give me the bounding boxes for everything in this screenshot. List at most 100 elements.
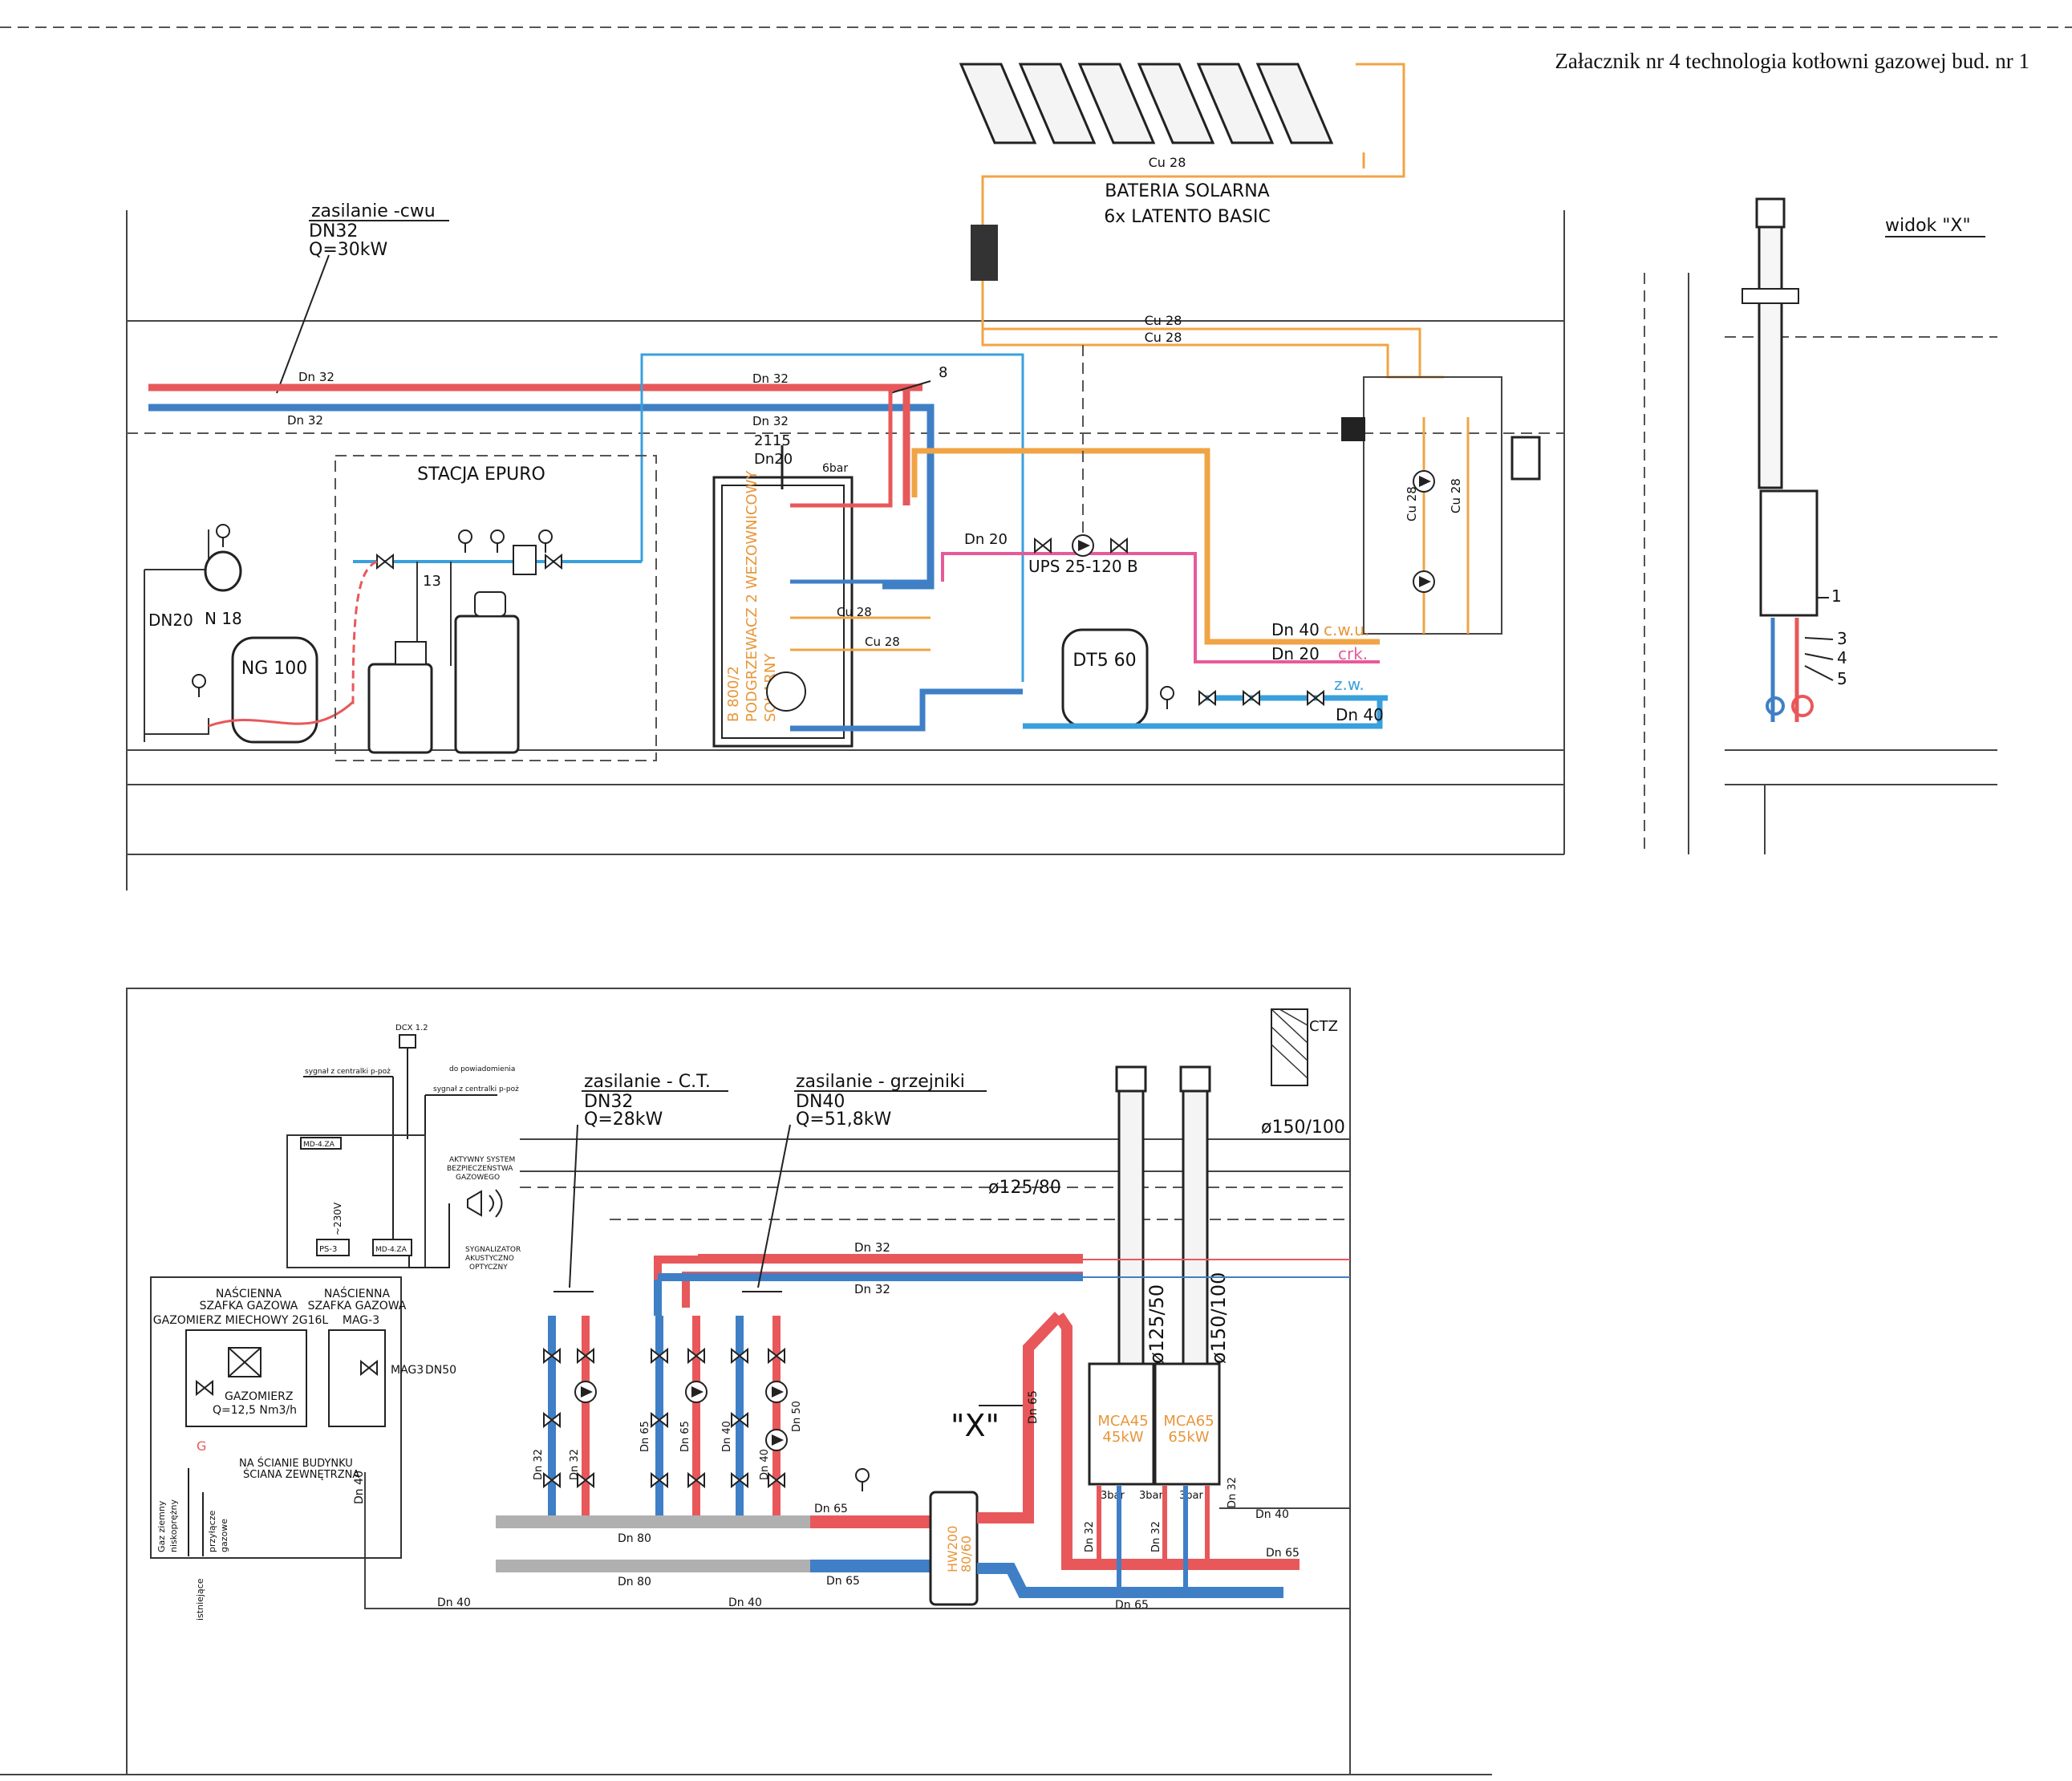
dn20-left-label: DN20 [148,611,193,630]
solar-separator [971,225,998,281]
view-x-item-1: 1 [1831,586,1842,606]
cwu-out-dn: Dn 40 [1271,620,1320,639]
dn65-right: Dn 65 [1266,1547,1300,1560]
mag3-label: MAG3 [391,1364,424,1377]
cab2-line1: NAŚCIENNA [324,1286,391,1300]
crk-out-dn: Dn 20 [1271,644,1320,663]
view-x-marker: "X" [951,1408,1000,1443]
hydraulic-separator [929,1491,979,1606]
dn32-v-1: Dn 32 [1084,1521,1096,1552]
circulation-pipe [941,552,1380,663]
cwu-q: Q=30kW [309,240,387,260]
page-title: Załacznik nr 4 technologia kotłowni gazo… [1555,49,2029,73]
flue-150-100-v: ø150/100 [1207,1272,1230,1364]
vessel-n18-label: N 18 [205,609,242,628]
md-label-1: MD-4.ZA [303,1141,335,1149]
mag-cabinet [328,1329,386,1427]
wall-label-2: ŚCIANA ZEWNĘTRZNA [243,1468,359,1481]
dn65-bottom: Dn 65 [1115,1599,1149,1612]
solar-pump-2 [1413,570,1435,593]
dn40-bottom-1: Dn 40 [437,1596,471,1609]
cwu-outlet-pipe [911,448,1380,645]
branch-dn-2: Dn 32 [569,1449,581,1480]
branch-dn-3: Dn 65 [639,1421,651,1452]
cold-water-upper [640,353,1024,682]
dhw-section: Cu 28 Cu 28 Cu 28 BATERIA SOLARNA 6x LAT… [126,63,1565,890]
view-x-flue [1758,197,1783,489]
flue-125-80: ø125/80 [988,1178,1061,1198]
conn-1: przyłącze [207,1511,217,1552]
ground-1: Gaz ziemny [156,1500,167,1552]
solar-expansion-vessel [1510,436,1541,481]
flue-boiler-2 [1182,1065,1209,1365]
heater-label-1: B 800/2 [725,666,742,722]
cu28-label-2: Cu 28 [1145,313,1182,328]
view-x-item-4: 4 [1837,648,1847,667]
boiler-2-name: MCA65 [1163,1413,1214,1430]
flue-boiler-1 [1117,1065,1145,1365]
dn32-bottom-left: Dn 32 [287,413,323,428]
flue-125-50: ø125/50 [1145,1284,1168,1364]
solar-battery-model: 6x LATENTO BASIC [1104,207,1271,227]
siren-3: OPTYCZNY [469,1264,508,1272]
softener-brine-tank [367,663,433,754]
conn-2: gazowe [219,1519,229,1552]
boiler-mca45 [1088,1362,1155,1486]
solar-loop-pipe [981,63,1405,233]
gas-g-mark: G [197,1438,206,1454]
ctz-label: CTZ [1309,1018,1338,1035]
vessel-ng100-label: NG 100 [241,659,308,679]
cwu-dn: DN32 [309,221,358,241]
rad-q: Q=51,8kW [796,1110,891,1130]
dn32-top-b: Dn 32 [854,1282,890,1296]
bar3-c: 3bar [1179,1490,1203,1502]
branch-dn-1: Dn 32 [533,1449,545,1480]
heater-cu28-a: Cu 28 [837,605,872,619]
ground-2: niskoprężny [168,1499,179,1552]
dn32-v-3: Dn 32 [1227,1477,1239,1508]
hydro-model: HW200 [945,1526,960,1572]
dn20-pump: Dn 20 [964,531,1008,548]
dn40-gas: Dn 40 [353,1471,366,1504]
meter-q: Q=12,5 Nm3/h [213,1404,297,1417]
tag-13: 13 [423,573,441,590]
dn65-header-2: Dn 65 [826,1575,860,1588]
solar-group-cu28-a: Cu 28 [1405,486,1419,521]
md-label-2: MD-4.ZA [375,1246,408,1254]
view-x-boiler [1759,489,1819,617]
solar-group-cu28-b: Cu 28 [1449,478,1463,513]
gas-meter-cabinet [185,1329,307,1427]
heater-label-2: PODGRZEWACZ 2 WEZOWNICOWY [744,470,760,722]
pump-model: UPS 25-120 B [1028,557,1138,576]
signal-3: sygnał z centralki p-poż [433,1085,519,1093]
dn40-right: Dn 40 [1255,1508,1289,1521]
branch-dn-7: Dn 50 [791,1401,803,1432]
bar3-b: 3bar [1139,1490,1163,1502]
active-3: GAZOWEGO [456,1174,500,1182]
dn80-a: Dn 80 [618,1532,651,1545]
boiler-return-pipe [977,1563,1283,1598]
cab1-line2: SZAFKA GAZOWA [200,1300,298,1312]
view-x-item-3: 3 [1837,629,1847,648]
siren-icon [467,1190,482,1217]
dn32-top-left: Dn 32 [298,370,335,384]
ch-q: Q=28kW [584,1110,663,1130]
dn32-top-a: Dn 32 [854,1240,890,1255]
active-2: BEZPIECZEŃSTWA [447,1163,513,1173]
existing-label: istniejące [195,1578,205,1621]
cu28-label-3: Cu 28 [1145,330,1182,345]
vessel-dt5-label: DT5 60 [1072,651,1136,671]
meter-label: GAZOMIERZ [225,1390,293,1403]
heater-cu28-b: Cu 28 [865,635,900,649]
flue-150-100: ø150/100 [1261,1118,1345,1138]
dcx-label: DCX 1.2 [395,1024,428,1032]
vessel-ng100 [231,636,318,744]
solar-collectors [959,63,1334,144]
siren-1: SYGNALIZATOR [465,1246,521,1254]
boiler-1-power: 45kW [1102,1429,1143,1446]
signal-2: do powiadomienia [449,1065,515,1073]
view-x-item-5: 5 [1837,669,1847,688]
cab2-line3: MAG-3 [343,1314,379,1327]
dn32-top-mid: Dn 32 [752,371,789,386]
